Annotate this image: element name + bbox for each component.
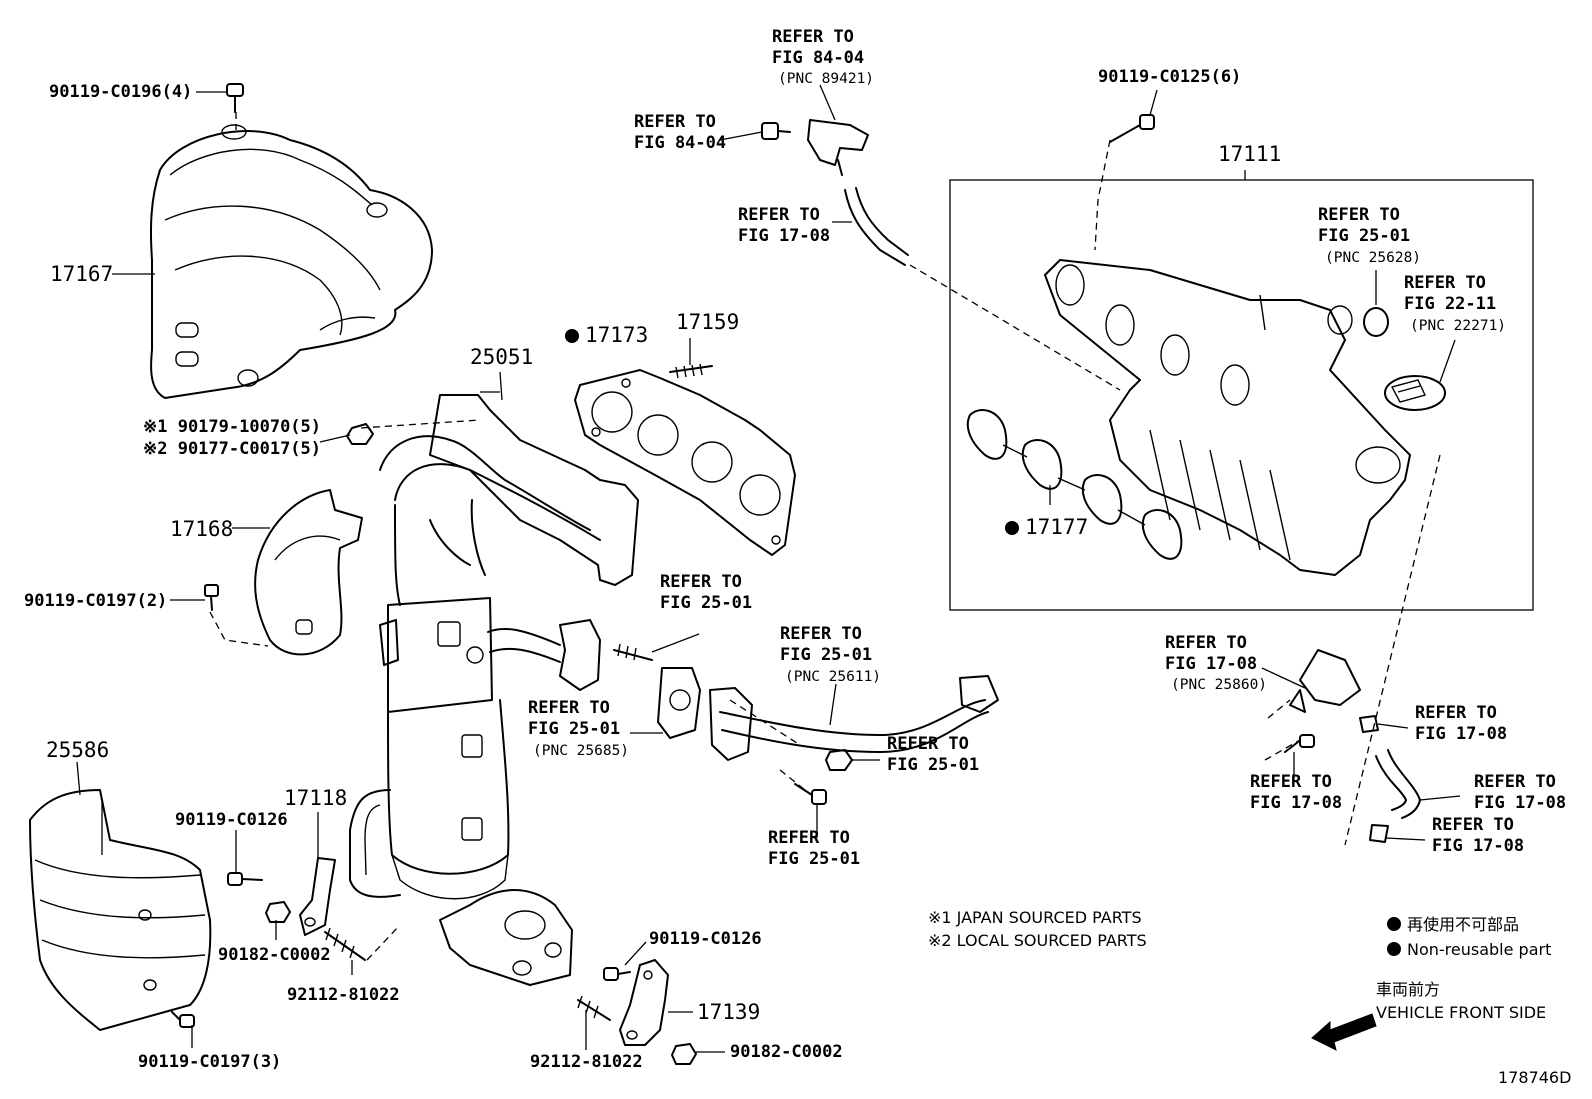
refer-17-08-hose: REFER TO FIG 17-08: [738, 205, 831, 246]
label-90119-c0126-b: 90119-C0126: [649, 929, 762, 949]
heat-insulator-25586: [29, 789, 212, 1031]
bolt-17-08-icon: [1284, 734, 1315, 753]
note-local-sourced: ※2 LOCAL SOURCED PARTS: [928, 931, 1147, 950]
intake-manifold-frame: [949, 179, 1534, 611]
refer-22-11-pnc: (PNC 22271): [1410, 318, 1507, 334]
label-25586: 25586: [46, 738, 110, 762]
refer-25-01-nut: REFER TO FIG 25-01: [887, 734, 980, 775]
label-90119-c0125: 90119-C0125(6): [1098, 67, 1242, 87]
refer-84-04-top: REFER TO FIG 84-04: [772, 27, 865, 68]
label-92112-81022-a: 92112-81022: [287, 985, 400, 1005]
nut-90182-c0002-a-icon: [265, 901, 291, 923]
refer-25-01-ring-pnc: (PNC 25628): [1325, 250, 1422, 266]
clip2-icon: [1369, 824, 1389, 843]
note-japan-sourced: ※1 JAPAN SOURCED PARTS: [928, 908, 1142, 927]
label-17159: 17159: [676, 310, 740, 334]
non-reusable-dot-icon: [1387, 917, 1401, 931]
label-17111: 17111: [1218, 142, 1282, 166]
label-90182-c0002-a: 90182-C0002: [218, 945, 331, 965]
clip-icon: [1359, 715, 1379, 733]
bolt-90119-c0197-3-icon: [171, 1011, 195, 1028]
bolt-25-01-icon: [794, 783, 827, 805]
stud-17159-icon: [669, 363, 713, 379]
o-ring-25628-icon: [1363, 307, 1389, 337]
refer-25-01-gasket: REFER TO FIG 25-01: [528, 698, 621, 739]
heat-insulator-17168: [254, 489, 363, 656]
label-25051: 25051: [470, 345, 534, 369]
bracket-17118: [299, 857, 336, 936]
label-90119-c0197-3: 90119-C0197(3): [138, 1052, 282, 1072]
non-reusable-dot-icon: [1005, 521, 1019, 535]
refer-17-08-bolt: REFER TO FIG 17-08: [1250, 772, 1343, 813]
bolt-90119-c0125-icon: [1109, 114, 1155, 143]
refer-25-01-stud: REFER TO FIG 25-01: [660, 572, 753, 613]
label-17139: 17139: [697, 1000, 761, 1024]
gasket-17173: [574, 369, 796, 556]
stud-92112-b-icon: [577, 995, 611, 1021]
gasket-17177: [966, 409, 1183, 560]
nut-90179-icon: [346, 423, 374, 445]
bracket-17139: [619, 959, 669, 1046]
legend-nonreusable-en: Non-reusable part: [1387, 940, 1551, 960]
refer-25-01-ring: REFER TO FIG 25-01: [1318, 205, 1411, 246]
gasket-22271-icon: [1384, 375, 1446, 411]
non-reusable-dot-icon: [1387, 942, 1401, 956]
label-17167: 17167: [50, 262, 114, 286]
nut-25-01-icon: [825, 749, 853, 771]
label-17177: 17177: [1005, 515, 1088, 539]
label-17168: 17168: [170, 517, 234, 541]
refer-17-08-hose2: REFER TO FIG 17-08: [1474, 772, 1567, 813]
heat-insulator-17167: [149, 124, 433, 399]
refer-17-08-vsv: REFER TO FIG 17-08: [1165, 633, 1258, 674]
vehicle-front-jp: 車両前方: [1376, 980, 1441, 999]
label-17118: 17118: [284, 786, 348, 810]
vehicle-front-en: VEHICLE FRONT SIDE: [1376, 1003, 1547, 1022]
stud-92112-a-icon: [324, 927, 366, 961]
label-90119-c0126-a: 90119-C0126: [175, 810, 288, 830]
intake-manifold-17111: [1044, 259, 1411, 576]
bolt-90119-c0196-icon: [226, 83, 244, 113]
refer-25-01-bolt: REFER TO FIG 25-01: [768, 828, 861, 869]
figure-id: 178746D: [1498, 1068, 1572, 1087]
legend-nonreusable-jp: 再使用不可部品: [1387, 915, 1519, 935]
refer-25-01-pipe: REFER TO FIG 25-01: [780, 624, 873, 665]
label-17173: 17173: [565, 323, 648, 347]
bolt-90119-c0197-icon: [204, 584, 219, 611]
label-90119-c0197-2: 90119-C0197(2): [24, 591, 168, 611]
dashed-lines: [209, 112, 1441, 961]
refer-25-01-gasket-pnc: (PNC 25685): [533, 743, 630, 759]
leader-lines: [76, 84, 1461, 1053]
non-reusable-dot-icon: [565, 329, 579, 343]
hose-icon: [844, 187, 909, 266]
refer-25-01-pipe-pnc: (PNC 25611): [785, 669, 882, 685]
bolt-90119-c0126-a-icon: [227, 872, 263, 886]
refer-84-04-side: REFER TO FIG 84-04: [634, 112, 727, 153]
gasket-25685-icon: [657, 667, 701, 739]
refer-84-04-top-pnc: (PNC 89421): [778, 71, 875, 87]
label-90179: ※1 90179-10070(5): [143, 417, 322, 437]
vsv-25860-icon: [1289, 649, 1361, 713]
label-90177: ※2 90177-C0017(5): [143, 439, 322, 459]
nut-90182-c0002-b-icon: [671, 1043, 697, 1065]
refer-17-08-clip1: REFER TO FIG 17-08: [1415, 703, 1508, 744]
refer-22-11: REFER TO FIG 22-11: [1404, 273, 1497, 314]
sensor-89421-icon: [761, 119, 869, 176]
vehicle-front-arrow-icon: [1311, 1013, 1377, 1051]
refer-17-08-clip2: REFER TO FIG 17-08: [1432, 815, 1525, 856]
label-92112-81022-b: 92112-81022: [530, 1052, 643, 1072]
bolt-90119-c0126-b-icon: [603, 967, 631, 981]
label-90182-c0002-b: 90182-C0002: [730, 1042, 843, 1062]
label-90119-c0196: 90119-C0196(4): [49, 82, 193, 102]
egr-pipe-25611: [487, 619, 999, 761]
exhaust-manifold-25051: [349, 394, 639, 986]
hose2-icon: [1375, 749, 1421, 819]
refer-17-08-vsv-pnc: (PNC 25860): [1171, 677, 1268, 693]
stud-25-01-icon: [613, 643, 653, 661]
